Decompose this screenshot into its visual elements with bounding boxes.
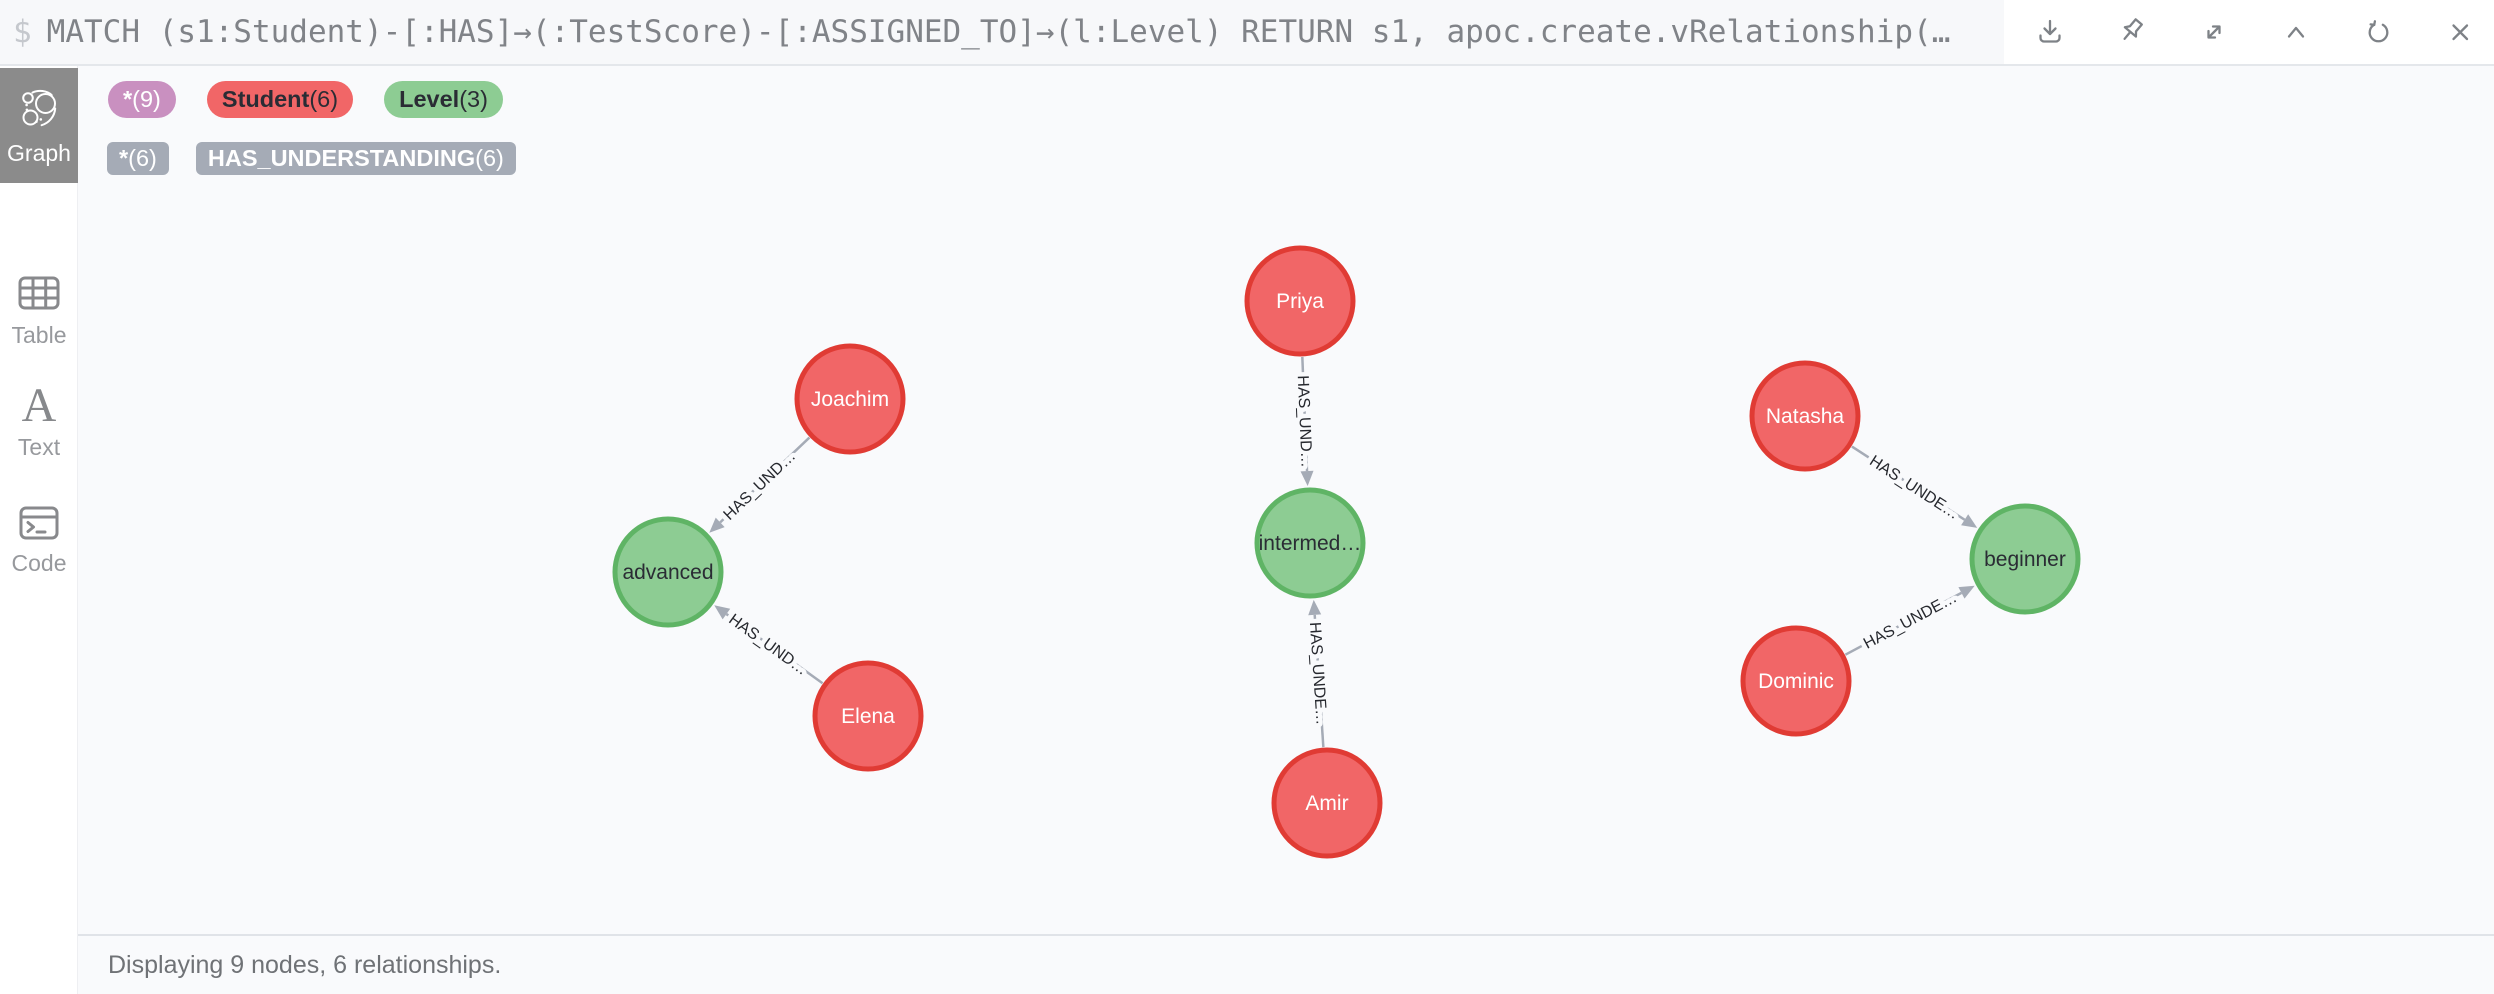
sidebar-item-graph[interactable]: Graph: [0, 68, 78, 183]
relationship-line[interactable]: [725, 613, 824, 685]
text-icon: A: [22, 384, 57, 428]
relationship-type-pill-has-understanding[interactable]: HAS_UNDERSTANDING(6): [195, 142, 516, 175]
node-label: Amir: [1305, 792, 1348, 815]
pill-label: *: [123, 86, 133, 112]
graph-node-dominic[interactable]: [1740, 625, 1852, 737]
pill-count: (6): [128, 145, 157, 171]
query-text: MATCH (s1:Student)-[:HAS]→(:TestScore)-[…: [46, 14, 1951, 50]
fullscreen-icon: [2207, 25, 2221, 39]
relationship-label[interactable]: HAS_UNDE…: [1856, 585, 1964, 657]
sidebar-item-text[interactable]: A Text: [0, 384, 78, 461]
result-legend: *(9) Student(6) Level(3) *(6) HAS_UNDERS…: [107, 81, 516, 199]
relationship-arrowhead: [1961, 514, 1978, 528]
pill-count: (6): [475, 145, 504, 171]
close-button[interactable]: [2442, 14, 2478, 50]
query-bar: $ MATCH (s1:Student)-[:HAS]→(:TestScore)…: [0, 0, 2494, 66]
node-label: beginner: [1984, 548, 2066, 571]
rerun-button[interactable]: [2360, 14, 2396, 50]
graph-node-priya[interactable]: [1244, 245, 1356, 357]
relationship-legend-row: *(6) HAS_UNDERSTANDING(6): [107, 142, 516, 175]
download-button[interactable]: [2032, 14, 2068, 50]
pill-count: (9): [132, 86, 161, 112]
code-icon: [19, 506, 59, 540]
relationship-arrowhead: [1300, 470, 1314, 487]
graph-node-natasha[interactable]: [1749, 360, 1861, 472]
table-icon: [18, 276, 60, 310]
relationship-line[interactable]: [1851, 445, 1966, 521]
collapse-button[interactable]: [2278, 14, 2314, 50]
sidebar-item-label: Table: [11, 322, 67, 348]
relationship-arrowhead: [714, 605, 731, 620]
status-text: Displaying 9 nodes, 6 relationships.: [108, 950, 502, 979]
node-label: intermed…: [1259, 532, 1362, 555]
relationship-line[interactable]: [1301, 356, 1309, 472]
sidebar-item-code[interactable]: Code: [0, 506, 78, 577]
pill-label: HAS_UNDERSTANDING: [207, 145, 476, 171]
node-label: Dominic: [1758, 670, 1834, 693]
query-prompt: $: [13, 14, 32, 50]
relationship-line[interactable]: [1844, 591, 1963, 656]
node-label: advanced: [622, 561, 713, 584]
graph-node-beginner[interactable]: [1969, 503, 2081, 615]
graph-node-amir[interactable]: [1271, 747, 1383, 859]
fullscreen-button[interactable]: [2196, 14, 2232, 50]
frame-toolbar: [2008, 0, 2494, 64]
sidebar-item-label: Graph: [7, 139, 71, 166]
pin-icon: [2123, 18, 2143, 40]
relationship-label[interactable]: HAS_UND…: [1289, 370, 1319, 472]
node-legend-row: *(9) Student(6) Level(3): [108, 81, 516, 118]
relationship-label[interactable]: HAS_UND…: [721, 607, 815, 684]
relationship-type-pill-all[interactable]: *(6): [107, 142, 169, 175]
close-icon: [2452, 24, 2469, 41]
status-bar: Displaying 9 nodes, 6 relationships.: [78, 934, 2494, 994]
rerun-icon: [2368, 20, 2389, 43]
node-label: Joachim: [811, 388, 889, 411]
graph-node-intermediate[interactable]: [1254, 487, 1366, 599]
relationship-arrowhead: [1958, 585, 1975, 599]
relationship-line[interactable]: [719, 436, 811, 524]
relationship-arrowhead: [709, 517, 725, 533]
pill-label: Student: [221, 86, 310, 112]
download-icon: [2039, 19, 2061, 43]
collapse-icon: [2287, 26, 2305, 38]
pill-count: (6): [309, 86, 339, 112]
node-label: Elena: [841, 705, 895, 728]
graph-icon: [22, 89, 57, 126]
node-label: Priya: [1276, 290, 1324, 313]
node-label-pill-level[interactable]: Level(3): [384, 81, 503, 118]
node-label-pill-student[interactable]: Student(6): [206, 81, 354, 118]
relationship-label[interactable]: HAS_UND…: [716, 443, 804, 528]
graph-node-advanced[interactable]: [612, 516, 724, 628]
node-label-pill-all[interactable]: *(9): [108, 81, 176, 118]
pill-label: Level: [399, 86, 460, 112]
sidebar: Graph Table A Text Code: [0, 66, 78, 994]
node-label: Natasha: [1766, 405, 1845, 428]
sidebar-item-label: Code: [11, 550, 67, 576]
sidebar-item-label: Text: [17, 434, 61, 460]
pin-button[interactable]: [2114, 14, 2150, 50]
pill-count: (3): [459, 86, 488, 112]
pill-label: *: [119, 145, 129, 171]
relationship-arrowhead: [1308, 599, 1322, 616]
query-editor[interactable]: $ MATCH (s1:Student)-[:HAS]→(:TestScore)…: [0, 0, 2004, 64]
relationship-label[interactable]: HAS_UNDE…: [1862, 448, 1967, 527]
graph-node-joachim[interactable]: [794, 343, 906, 455]
svg-text:A: A: [22, 384, 57, 428]
relationship-label[interactable]: HAS_UNDE…: [1301, 617, 1334, 730]
sidebar-item-table[interactable]: Table: [0, 276, 78, 349]
graph-node-elena[interactable]: [812, 660, 924, 772]
relationship-line[interactable]: [1313, 614, 1325, 748]
